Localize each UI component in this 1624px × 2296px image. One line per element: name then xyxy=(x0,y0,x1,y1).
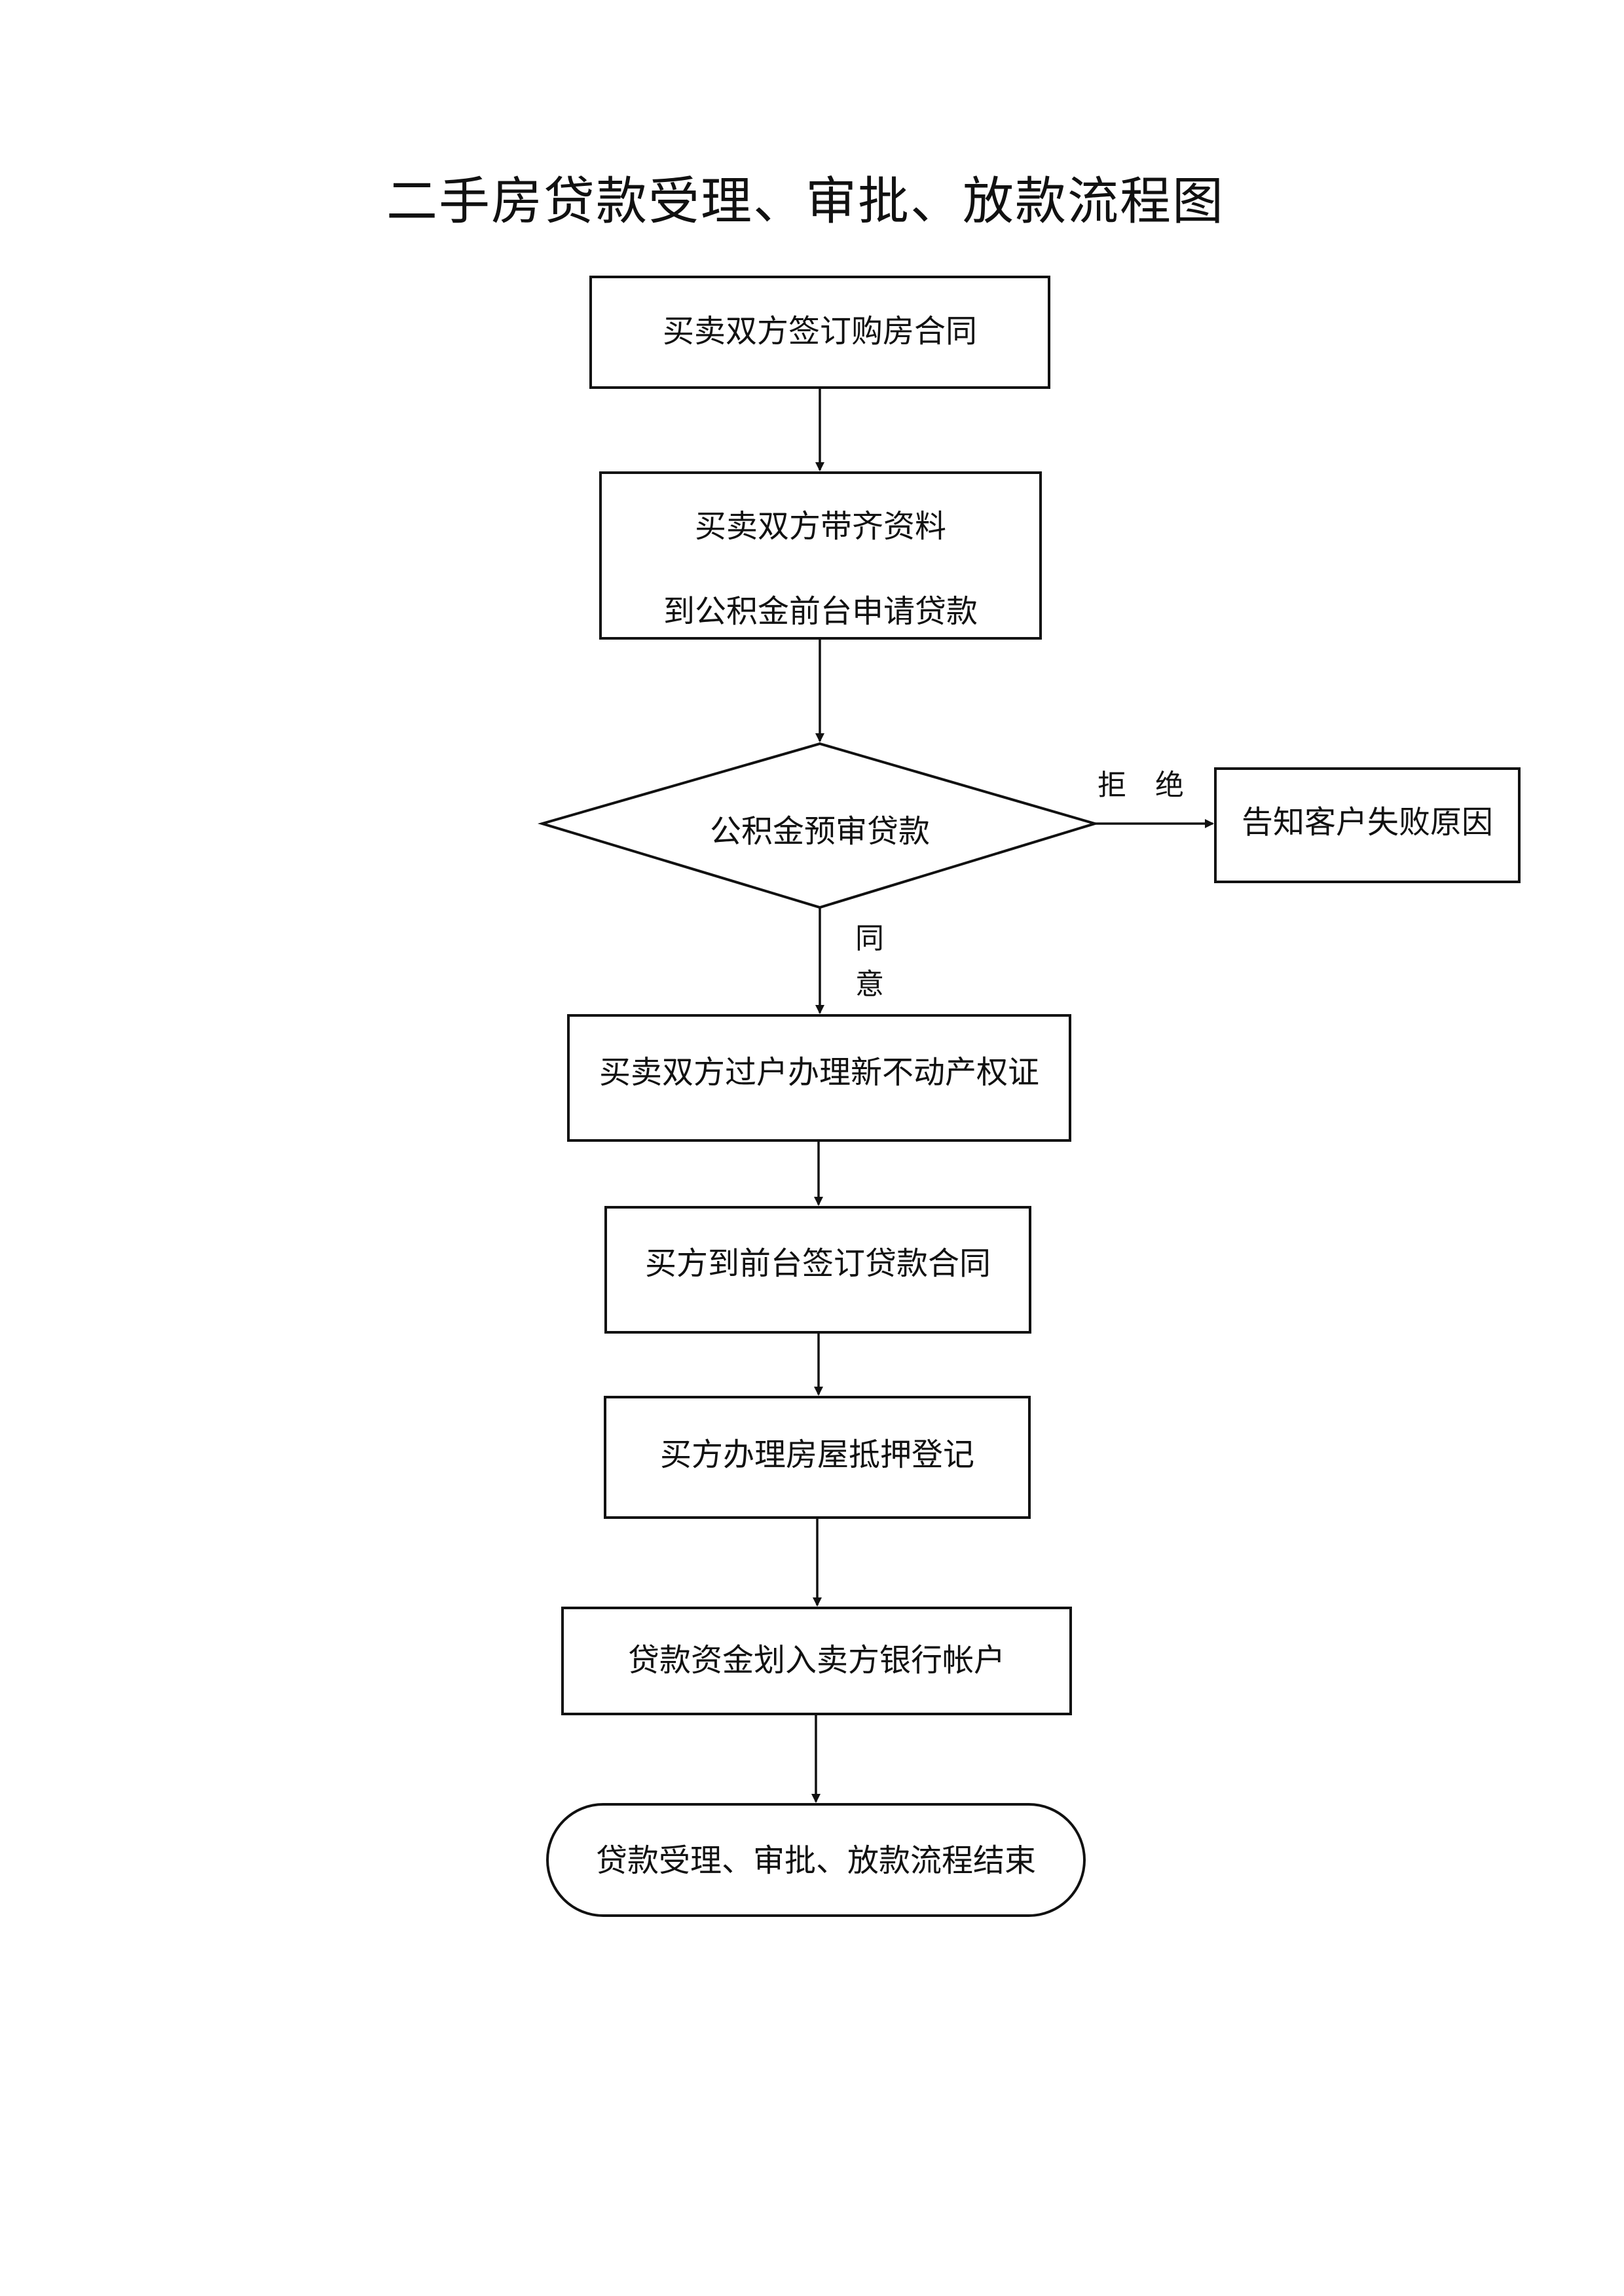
node-apply-loan-line2: 到公积金前台申请贷款 xyxy=(663,593,978,630)
node-apply-loan: 买卖双方带齐资料 到公积金前台申请贷款 xyxy=(599,471,1042,640)
node-transfer-title-label: 买卖双方过户办理新不动产权证 xyxy=(599,1054,1039,1091)
page-title: 二手房贷款受理、审批、放款流程图 xyxy=(386,172,1225,231)
node-notify-failure-label: 告知客户失败原因 xyxy=(1242,804,1493,841)
edge-label-agree-2: 意 xyxy=(855,968,884,1001)
terminal-end-label: 贷款受理、审批、放款流程结束 xyxy=(596,1842,1036,1879)
node-mortgage-registration-label: 买方办理房屋抵押登记 xyxy=(660,1436,974,1473)
decision-pre-review-label: 公积金预审贷款 xyxy=(710,813,930,850)
node-mortgage-registration: 买方办理房屋抵押登记 xyxy=(604,1396,1031,1519)
node-disburse-funds-label: 贷款资金划入卖方银行帐户 xyxy=(628,1642,1005,1679)
edge-label-reject: 拒 绝 xyxy=(1098,769,1184,802)
node-sign-contract: 买卖双方签订购房合同 xyxy=(589,276,1050,389)
decision-pre-review: 公积金预审贷款 xyxy=(537,742,1100,909)
node-disburse-funds: 贷款资金划入卖方银行帐户 xyxy=(561,1607,1072,1715)
node-apply-loan-line1: 买卖双方带齐资料 xyxy=(695,508,946,545)
node-sign-loan-contract-label: 买方到前台签订贷款合同 xyxy=(645,1245,991,1282)
node-sign-contract-label: 买卖双方签订购房合同 xyxy=(663,313,977,350)
node-notify-failure: 告知客户失败原因 xyxy=(1214,767,1521,883)
terminal-end: 贷款受理、审批、放款流程结束 xyxy=(546,1803,1086,1917)
node-transfer-title: 买卖双方过户办理新不动产权证 xyxy=(567,1014,1071,1142)
edge-label-agree-1: 同 xyxy=(855,922,884,955)
node-sign-loan-contract: 买方到前台签订贷款合同 xyxy=(604,1206,1031,1334)
